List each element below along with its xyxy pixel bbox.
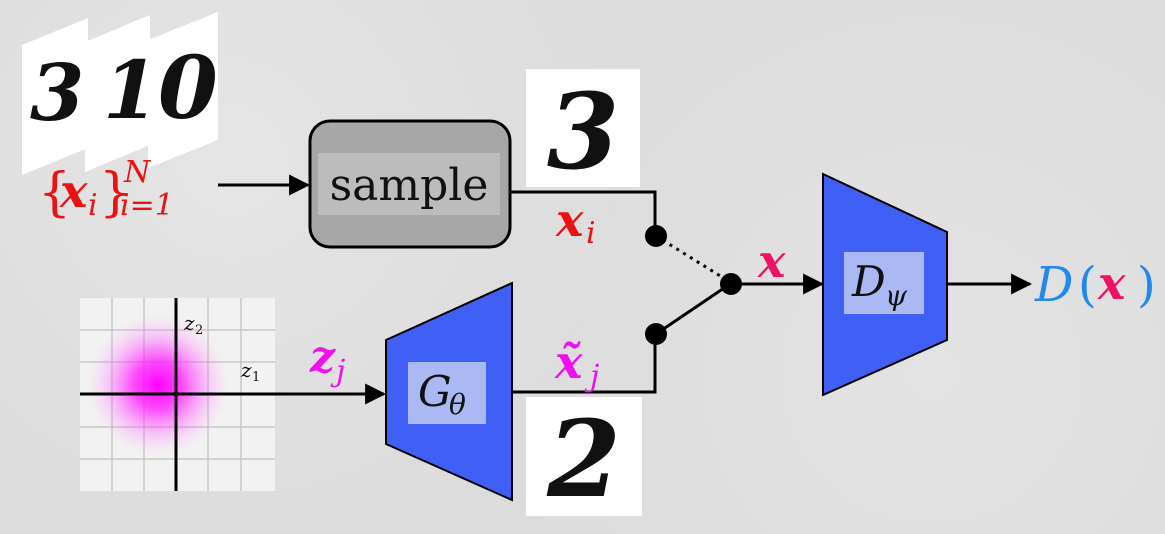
fake-x: x̃ [554,335,583,389]
axis1-z: z [240,358,252,382]
axis1-sub: 1 [252,370,260,385]
real-i: i [586,216,596,251]
generator-G: G [418,367,452,416]
switch-dotted-contact [655,234,731,284]
dataset-digit-tile: 0 [148,12,218,168]
dataset-sub-range: i=1 [120,188,174,223]
latent-z: z [309,332,336,383]
output-label: D ( x ) [1034,256,1156,313]
fake-j: j [584,359,599,394]
switch-pivot [720,273,742,295]
switch-arm [655,282,731,336]
dataset-digit-tile: 1 [85,15,159,172]
discriminator-D: D [851,257,886,306]
latent-space-plot: z 2 z 1 [80,298,275,491]
discriminator-psi: ψ [885,279,908,312]
dataset-digit-3: 3 [30,48,84,139]
dataset-x: x [59,164,88,218]
output-x: x [1097,256,1126,310]
fake-sample-label: x̃ j [554,335,599,394]
dataset-brace-open: { [38,163,71,223]
generated-digit: 2 [546,396,621,521]
axis2-sub: 2 [195,323,203,338]
sampled-digit-image: 3 [526,69,640,193]
generated-digit-image: 2 [526,396,642,521]
discriminator-block: D ψ [822,172,948,397]
latent-distribution-blob [88,315,228,455]
wire-sample-to-switch [510,190,657,234]
sampled-digit: 3 [547,70,619,193]
switch-contact-fake [645,323,667,345]
dataset-sup-n: N [123,155,152,190]
dataset-digit-tile: 3 [22,18,88,175]
generator-theta: θ [449,388,466,421]
switch-output-label: x [757,234,786,288]
wire-generator-to-switch [512,336,657,394]
axis2-z: z [183,311,195,335]
dataset-brace-close: } [99,163,132,223]
dataset-images: 3 1 0 [22,12,218,175]
dataset-i: i [88,188,98,223]
dataset-label: { x i } N i=1 [38,155,174,223]
latent-sample-label: z j [309,332,345,389]
real-x: x [555,193,584,247]
switch-contact-real [645,225,667,247]
switch [645,225,742,345]
generator-block: G θ [385,281,513,502]
sample-label: sample [330,160,489,211]
dataset-digit-0: 0 [158,38,218,139]
output-paren-close: ) [1137,257,1156,313]
output-D: D [1034,257,1073,313]
sample-box: sample [308,119,512,249]
real-sample-label: x i [555,193,596,251]
output-paren-open: ( [1078,257,1097,313]
